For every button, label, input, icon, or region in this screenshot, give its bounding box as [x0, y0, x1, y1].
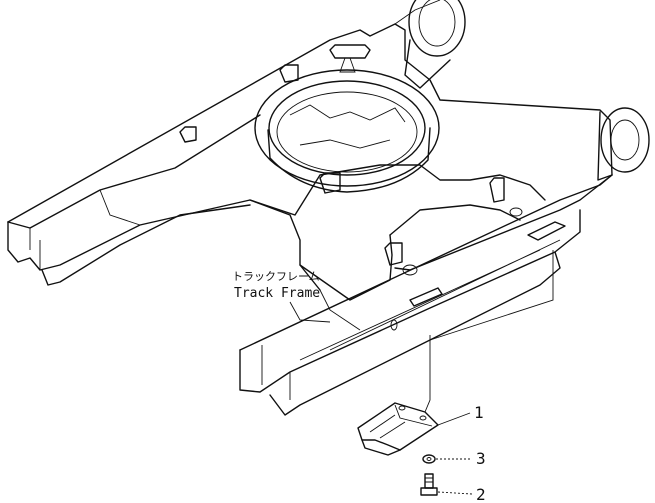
track-frame-label-jp: トラックフレーム: [232, 270, 320, 283]
callout-2: 2: [476, 485, 486, 503]
frame-lugs: [179, 44, 566, 331]
front-idler-wheel: [394, 0, 466, 89]
callouts: 1 3 2: [474, 403, 486, 503]
rear-sprocket-wheel: [597, 107, 650, 181]
callout-1: 1: [474, 403, 484, 422]
track-frame-label: トラックフレーム Track Frame: [232, 270, 331, 323]
callout-3: 3: [476, 449, 486, 468]
guard-bracket: [357, 402, 471, 456]
assembly-leader: [424, 250, 554, 413]
swing-circle: [254, 69, 440, 193]
washer: [422, 454, 472, 464]
track-frame-label-en: Track Frame: [234, 286, 320, 301]
track-frame: [7, 23, 613, 416]
bolt: [420, 473, 473, 496]
